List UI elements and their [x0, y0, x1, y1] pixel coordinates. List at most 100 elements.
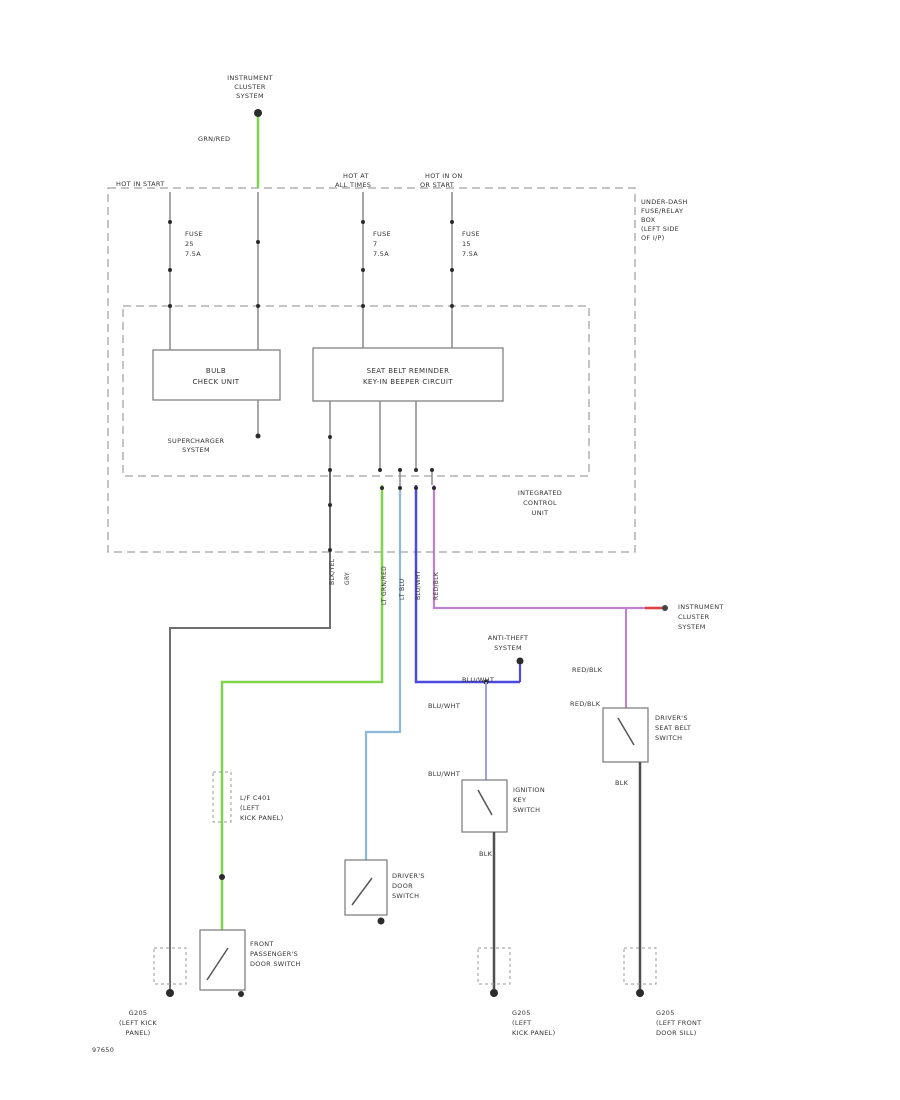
purple-wire-red-blk	[432, 485, 660, 610]
bulb-check-unit-label-2: CHECK UNIT	[193, 378, 240, 386]
svg-text:DRIVER'S: DRIVER'S	[655, 714, 688, 722]
svg-text:BOX: BOX	[641, 216, 656, 224]
ignition-key-switch-label: IGNITION KEY SWITCH	[513, 786, 545, 814]
svg-text:DOOR SWITCH: DOOR SWITCH	[250, 960, 301, 968]
svg-text:UNDER-DASH: UNDER-DASH	[641, 198, 688, 206]
fuse-25-label: FUSE 25 7.5A	[185, 230, 203, 258]
svg-text:DRIVER'S: DRIVER'S	[392, 872, 425, 880]
gray-wire-blk-yel	[169, 470, 331, 990]
svg-text:PASSENGER'S: PASSENGER'S	[250, 950, 298, 958]
instrument-cluster-right-label: INSTRUMENT CLUSTER SYSTEM	[678, 603, 724, 631]
seat-belt-reminder-box	[312, 347, 504, 402]
supercharger-label-2: SYSTEM	[182, 446, 210, 454]
ground-label-right: G205 (LEFT FRONT DOOR SILL)	[656, 1009, 701, 1037]
integrated-control-unit-outline	[122, 305, 590, 477]
svg-text:DOOR SILL): DOOR SILL)	[656, 1029, 697, 1037]
drivers-seat-belt-switch-label: DRIVER'S SEAT BELT SWITCH	[655, 714, 691, 742]
front-passenger-door-switch-label: FRONT PASSENGER'S DOOR SWITCH	[250, 940, 301, 968]
svg-text:25: 25	[185, 240, 194, 248]
svg-text:CONTROL: CONTROL	[523, 499, 557, 507]
lf-c401-label: L/F C401 (LEFT KICK PANEL)	[240, 794, 283, 822]
wire-label-blu-wht: BLU/WHT	[415, 570, 422, 600]
svg-text:7.5A: 7.5A	[185, 250, 201, 258]
svg-text:FRONT: FRONT	[250, 940, 274, 948]
svg-text:(LEFT: (LEFT	[240, 804, 259, 812]
passenger-door-ground	[238, 991, 244, 997]
green-connector-dot	[219, 874, 225, 880]
svg-text:G205: G205	[129, 1009, 148, 1017]
anti-theft-terminal	[516, 657, 524, 665]
supercharger-dot	[255, 433, 261, 439]
top-wire-label: GRN/RED	[198, 135, 230, 143]
fuse-relay-box-outline	[107, 187, 636, 553]
svg-text:OF I/P): OF I/P)	[641, 234, 665, 242]
ignition-switch-arm	[477, 789, 493, 816]
right-cluster-terminal	[662, 605, 668, 611]
hot-in-on-label-2: OR START	[420, 181, 454, 189]
svg-text:INSTRUMENT: INSTRUMENT	[678, 603, 724, 611]
svg-text:FUSE/RELAY: FUSE/RELAY	[641, 207, 683, 215]
lightblue-wire-lt-blu	[364, 485, 402, 880]
wire-label-blk-yel: BLK/YEL	[329, 558, 336, 585]
supercharger-label: SUPERCHARGER	[168, 437, 225, 445]
bulb-check-unit-label: BULB	[206, 367, 226, 375]
svg-text:KICK PANEL): KICK PANEL)	[240, 814, 283, 822]
seat-belt-reminder-label: SEAT BELT REMINDER	[367, 367, 450, 375]
svg-text:SEAT BELT: SEAT BELT	[655, 724, 691, 732]
svg-text:FUSE: FUSE	[185, 230, 203, 238]
drivers-door-ground	[377, 917, 385, 925]
svg-text:FUSE: FUSE	[373, 230, 391, 238]
fuse-dots	[168, 220, 454, 308]
svg-text:CLUSTER: CLUSTER	[234, 83, 266, 91]
hot-at-all-times-label-2: ALL TIMES	[335, 181, 371, 189]
svg-text:7.5A: 7.5A	[373, 250, 389, 258]
blu-wht-label-a: BLU/WHT	[428, 702, 460, 710]
lf-c401-connector	[212, 771, 232, 823]
wire-label-lt-blu: LT BLU	[399, 579, 406, 600]
svg-text:SWITCH: SWITCH	[655, 734, 682, 742]
wire-label-red-blk: RED/BLK	[433, 571, 440, 600]
svg-text:15: 15	[462, 240, 471, 248]
fuse-wires	[169, 192, 453, 350]
passenger-switch-arm	[206, 947, 229, 981]
seat-belt-reminder-label-2: KEY-IN BEEPER CIRCUIT	[363, 378, 453, 386]
svg-text:(LEFT FRONT: (LEFT FRONT	[656, 1019, 701, 1027]
hot-at-all-times-label: HOT AT	[343, 172, 369, 180]
svg-text:SYSTEM: SYSTEM	[678, 623, 706, 631]
bulb-check-unit-box	[152, 349, 281, 401]
svg-text:SYSTEM: SYSTEM	[236, 92, 264, 100]
svg-text:IGNITION: IGNITION	[513, 786, 545, 794]
svg-text:SYSTEM: SYSTEM	[494, 644, 522, 652]
drivers-door-switch-arm	[351, 877, 373, 906]
svg-text:SWITCH: SWITCH	[513, 806, 540, 814]
svg-text:ANTI-THEFT: ANTI-THEFT	[488, 634, 529, 642]
hot-in-start-label: HOT IN START	[116, 180, 165, 188]
connector-dots	[378, 468, 436, 490]
svg-text:L/F C401: L/F C401	[240, 794, 271, 802]
red-blk-label-a: RED/BLK	[572, 666, 603, 674]
hot-in-on-label: HOT IN ON	[425, 172, 463, 180]
svg-text:INTEGRATED: INTEGRATED	[518, 489, 562, 497]
relay-box-label: UNDER-DASH FUSE/RELAY BOX (LEFT SIDE OF …	[641, 198, 688, 242]
red-blk-label-b: RED/BLK	[570, 700, 601, 708]
top-connector-dot	[254, 109, 262, 117]
wire-label-gry: GRY	[344, 572, 351, 585]
svg-text:KICK PANEL): KICK PANEL)	[512, 1029, 555, 1037]
ground-label-left: G205 (LEFT KICK PANEL)	[119, 1009, 157, 1037]
svg-text:CLUSTER: CLUSTER	[678, 613, 710, 621]
anti-theft-label: ANTI-THEFT SYSTEM	[488, 634, 529, 652]
blk-label-2: BLK	[615, 779, 629, 787]
svg-text:G205: G205	[656, 1009, 675, 1017]
svg-text:7: 7	[373, 240, 377, 248]
svg-text:INSTRUMENT: INSTRUMENT	[227, 74, 273, 82]
drivers-door-switch-box	[344, 859, 388, 916]
blu-wht-label-junction: BLU/WHT	[462, 676, 494, 684]
svg-text:(LEFT SIDE: (LEFT SIDE	[641, 225, 679, 233]
svg-text:7.5A: 7.5A	[462, 250, 478, 258]
wire-label-lt-grn-red: LT GRN/RED	[381, 566, 388, 605]
fuse-7-label: FUSE 7 7.5A	[373, 230, 391, 258]
green-wire-lt-grn-red	[220, 485, 384, 930]
svg-text:FUSE: FUSE	[462, 230, 480, 238]
seatbelt-switch-arm	[617, 717, 635, 746]
